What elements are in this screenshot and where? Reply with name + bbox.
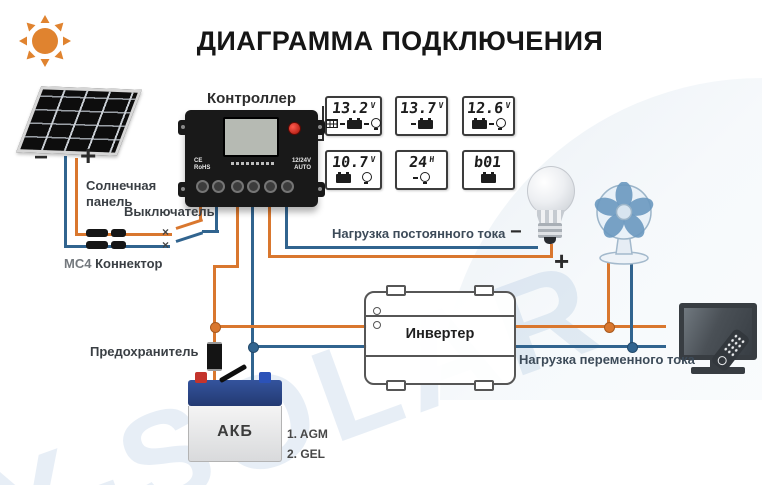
- battery-label: АКБ: [217, 423, 253, 440]
- fuse-label: Предохранитель: [90, 344, 199, 359]
- tv-icon: [679, 303, 759, 383]
- wire-inverter-negative: [253, 345, 367, 348]
- sun-icon: [18, 14, 72, 68]
- wire-dc-load-negative-h: [285, 246, 538, 249]
- switch-label: Выключатель: [124, 204, 215, 219]
- dash-icon: [364, 122, 369, 125]
- switch-x-icon: ×: [162, 225, 170, 239]
- terminal-screw: [196, 180, 209, 193]
- panel-minus-sign: −: [34, 144, 49, 171]
- dash-icon: [340, 122, 345, 125]
- mounting-ear: [315, 182, 325, 197]
- terminal-screw: [212, 180, 225, 193]
- controller-rating: 12/24V AUTO: [291, 158, 311, 171]
- battery-icon: [347, 118, 362, 129]
- wire-dc-load-positive-v: [268, 205, 271, 258]
- wire-panel-negative-v: [64, 156, 67, 248]
- battery-type-2: 2. GEL: [287, 447, 326, 461]
- battery-negative-terminal: [259, 372, 271, 383]
- wire-pv-in-negative-v: [215, 205, 218, 233]
- lcd-display: b01: [462, 150, 515, 190]
- controller-label: Контроллер: [206, 90, 297, 107]
- solar-icon: [326, 119, 338, 128]
- dash-icon: [410, 122, 416, 125]
- battery-type-1: 1. AGM: [287, 427, 328, 441]
- battery-icon: [471, 118, 487, 129]
- ac-load-label: Нагрузка переменного тока: [519, 352, 695, 367]
- bulb-icon: [495, 117, 506, 130]
- bulb-icon: [361, 171, 372, 184]
- junction-dot: [604, 322, 615, 333]
- wire-dc-load-negative-v: [285, 205, 288, 249]
- dash-icon: [488, 122, 494, 125]
- mc4-connector-icon: [86, 229, 126, 237]
- mounting-ear: [315, 120, 325, 135]
- junction-dot: [210, 322, 221, 333]
- wire-pv-in-positive: [199, 205, 202, 221]
- wire-battery-positive-2: [213, 265, 239, 268]
- solar-panel-label: Солнечная панель: [86, 178, 157, 209]
- inverter-led: [373, 321, 381, 329]
- mc4-connector-icon: [86, 241, 126, 249]
- inverter-label: Инвертер: [405, 326, 475, 342]
- bulb-icon: [371, 117, 381, 130]
- wire-fan-positive: [607, 263, 610, 328]
- junction-dot: [248, 342, 259, 353]
- terminal-screw: [281, 180, 294, 193]
- battery-icon: [481, 172, 496, 183]
- wire-fan-negative: [630, 263, 633, 348]
- battery-icon: [335, 172, 351, 183]
- mounting-ear: [178, 120, 188, 135]
- controller-button: [288, 122, 301, 135]
- battery-positive-terminal: [195, 372, 207, 383]
- wire-inverter-positive: [216, 325, 367, 328]
- mc4-label: MC4 Коннектор: [64, 256, 163, 271]
- battery-icon: [417, 118, 433, 129]
- inverter-led: [373, 307, 381, 315]
- controller-lcd: [223, 117, 279, 157]
- fan-icon: [588, 182, 662, 266]
- wire-ac-positive-h: [514, 325, 666, 328]
- switch-x-icon: ×: [162, 238, 170, 252]
- gap-icon: [352, 177, 361, 179]
- wire-pv-in-negative-h: [202, 230, 219, 233]
- terminal-screw: [264, 180, 277, 193]
- wire-battery-positive-1: [236, 205, 239, 267]
- battery-device: АКБ: [188, 363, 282, 464]
- page-title: ДИАГРАММА ПОДКЛЮЧЕНИЯ: [196, 26, 604, 56]
- dc-load-label: Нагрузка постоянного тока: [332, 226, 506, 241]
- controller-device: CE RoHS 12/24V AUTO: [178, 110, 325, 207]
- wire-battery-positive-3: [213, 265, 216, 345]
- wire-ac-negative-h: [514, 345, 666, 348]
- dc-minus-sign: −: [510, 221, 522, 243]
- wire-battery-negative: [251, 205, 254, 383]
- bulb-icon: [527, 166, 575, 246]
- inverter-box: Инвертер: [364, 285, 516, 391]
- bulb-icon: [420, 171, 430, 184]
- dash-icon: [413, 176, 418, 179]
- ce-rohs-mark: CE RoHS: [194, 158, 211, 171]
- panel-plus-sign: +: [80, 140, 97, 171]
- mounting-ear: [178, 182, 188, 197]
- terminal-screw: [231, 180, 244, 193]
- switch-blade-negative: [175, 231, 204, 243]
- controller-model-text: [231, 162, 275, 165]
- dc-plus-sign: +: [554, 246, 570, 276]
- wire-dc-load-positive-h: [268, 255, 553, 258]
- terminal-screw: [247, 180, 260, 193]
- fuse-icon: [207, 342, 222, 371]
- junction-dot: [627, 342, 638, 353]
- wire-panel-positive-v: [75, 158, 78, 236]
- wire-dc-load-positive-up: [550, 244, 553, 258]
- wire-battery-positive-4: [213, 365, 216, 382]
